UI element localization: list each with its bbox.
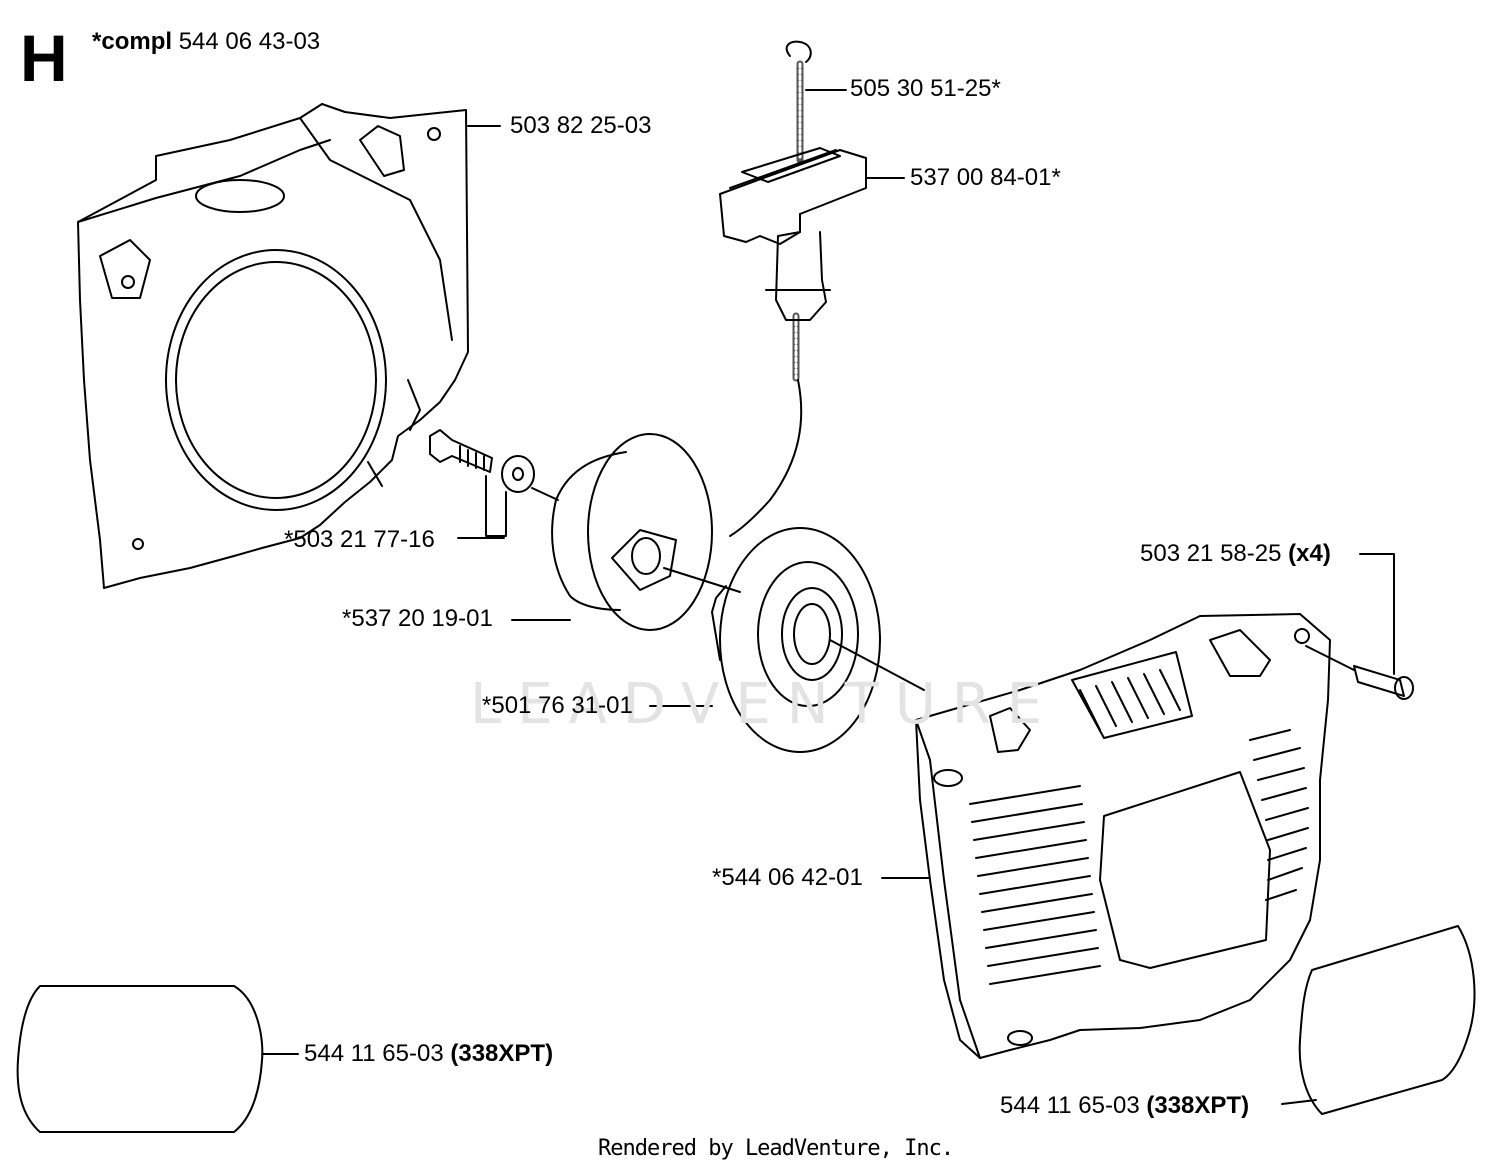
render-credit: Rendered by LeadVenture, Inc. bbox=[598, 1136, 954, 1161]
part-number: *537 20 19-01 bbox=[342, 605, 493, 632]
decal-right bbox=[1281, 925, 1476, 1115]
part-label-cover[interactable]: *544 06 42-01 bbox=[712, 864, 863, 892]
part-label-decal-left[interactable]: 544 11 65-03 (338XPT) bbox=[304, 1040, 553, 1068]
part-number: 544 11 65-03 bbox=[304, 1040, 444, 1067]
starter-rope-part bbox=[729, 40, 847, 537]
part-label-bolt[interactable]: 503 21 58-25 (x4) bbox=[1140, 540, 1331, 568]
assembly-part-number: 544 06 43-03 bbox=[178, 28, 321, 55]
decal-left bbox=[16, 985, 299, 1133]
part-label-decal-right[interactable]: 544 11 65-03 (338XPT) bbox=[1000, 1092, 1249, 1120]
section-letter: H bbox=[20, 21, 68, 95]
starter-housing-part bbox=[77, 103, 501, 589]
screw-washer-part bbox=[429, 429, 559, 539]
part-label-screw[interactable]: *503 21 77-16 bbox=[284, 526, 435, 554]
part-label-spring[interactable]: *501 76 31-01 bbox=[482, 692, 633, 720]
part-number: 503 21 58-25 bbox=[1140, 540, 1282, 567]
part-label-rope[interactable]: 505 30 51-25* bbox=[850, 75, 1001, 103]
assembly-prefix: *compl bbox=[92, 28, 173, 55]
starter-handle-part bbox=[719, 147, 905, 321]
watermark: LEADVENTURE bbox=[470, 672, 1059, 737]
part-number: 505 30 51-25* bbox=[850, 75, 1001, 102]
part-label-handle[interactable]: 537 00 84-01* bbox=[910, 164, 1061, 192]
part-label-housing[interactable]: 503 82 25-03 bbox=[510, 112, 651, 140]
bolt-part bbox=[1305, 553, 1414, 700]
part-number: 537 00 84-01* bbox=[910, 164, 1061, 191]
spring-cassette-part bbox=[649, 527, 925, 753]
part-number: *501 76 31-01 bbox=[482, 692, 633, 719]
part-label-pulley[interactable]: *537 20 19-01 bbox=[342, 605, 493, 633]
part-qualifier: (338XPT) bbox=[1146, 1092, 1250, 1119]
part-number: *544 06 42-01 bbox=[712, 864, 863, 891]
part-number: 544 11 65-03 bbox=[1000, 1092, 1140, 1119]
part-qualifier: (x4) bbox=[1288, 540, 1331, 567]
assembly-label: *compl 544 06 43-03 bbox=[92, 28, 320, 56]
part-qualifier: (338XPT) bbox=[450, 1040, 554, 1067]
part-number: *503 21 77-16 bbox=[284, 526, 435, 553]
pulley-part bbox=[511, 433, 713, 631]
part-number: 503 82 25-03 bbox=[510, 112, 652, 139]
starter-cover-part bbox=[881, 613, 1331, 1059]
